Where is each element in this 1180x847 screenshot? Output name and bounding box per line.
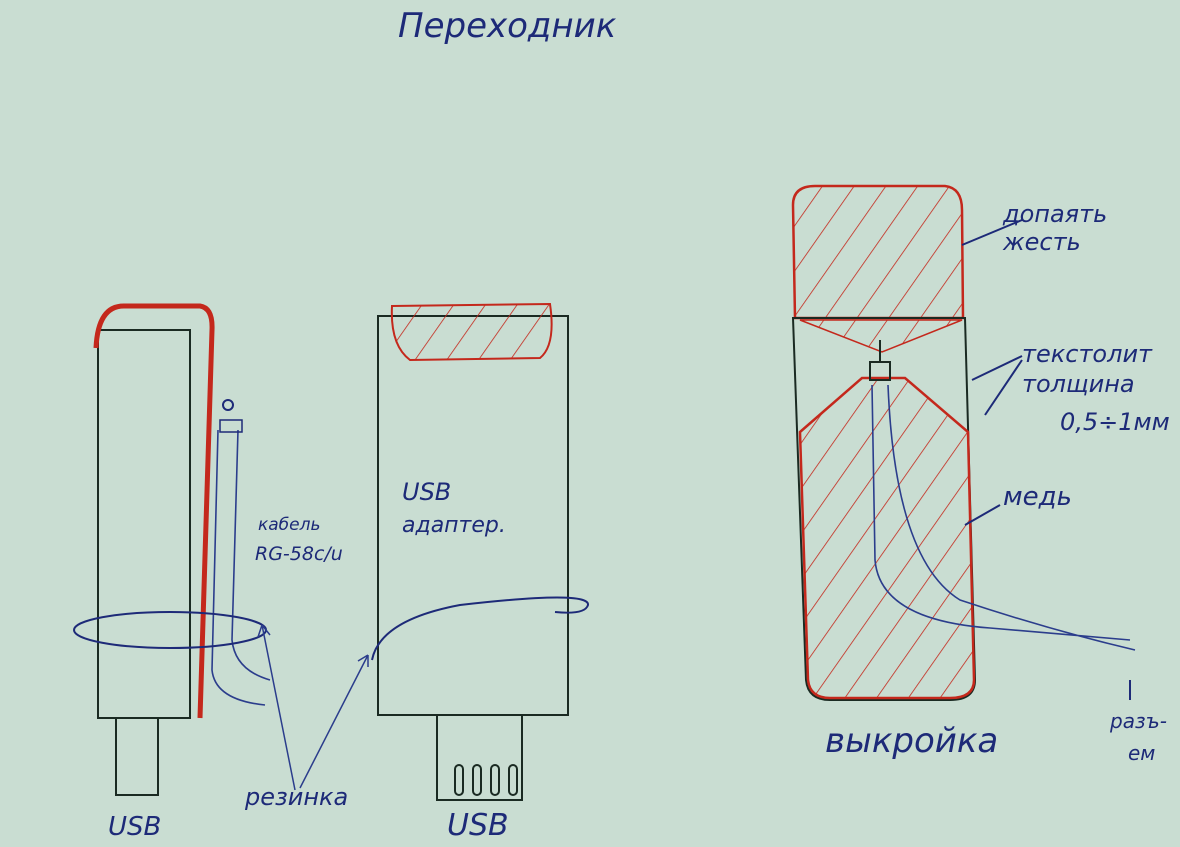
rubber-band-left	[73, 611, 267, 649]
copper-label: медь	[1003, 482, 1072, 512]
connector-label-2: ем	[1128, 741, 1155, 765]
tin-area	[791, 184, 965, 320]
copper-area	[798, 376, 976, 700]
diagram-title: Переходник	[398, 6, 617, 46]
usb-plug	[115, 717, 159, 796]
cable-end	[219, 419, 243, 433]
right-figure	[791, 184, 1136, 701]
rubber-band-label: резинка	[244, 783, 348, 811]
middle-figure	[257, 302, 589, 801]
rubber-band-middle	[371, 596, 589, 661]
thickness-value: 0,5÷1мм	[1060, 408, 1170, 436]
pointer-arrows	[961, 219, 1131, 700]
adapter-label-2: адаптер.	[402, 513, 506, 538]
tin-strip	[93, 303, 215, 719]
usb-label-middle: USB	[447, 808, 509, 843]
cable-label: кабель	[258, 515, 321, 535]
pattern-label: выкройка	[825, 721, 998, 761]
left-figure	[73, 303, 271, 796]
tin-triangle	[799, 319, 963, 353]
textolite-label: текстолит	[1022, 340, 1153, 368]
adapter-label: USB	[402, 478, 451, 506]
rubber-arrows	[257, 624, 369, 791]
cable-type-label: RG-58c/u	[255, 543, 343, 565]
connector-label: разъ-	[1109, 709, 1167, 733]
usb-label-left: USB	[108, 812, 161, 842]
usb-plug	[436, 714, 523, 801]
thickness-label: толщина	[1022, 370, 1135, 398]
tin-label: допаять	[1002, 200, 1107, 228]
usb-stick-body	[97, 329, 191, 719]
solder-point	[222, 399, 234, 411]
usb-contacts	[454, 764, 518, 796]
feed-cable	[871, 384, 1136, 651]
tin-label-2: жесть	[1002, 228, 1081, 256]
tin-patch	[390, 302, 553, 362]
cable-rg58	[211, 429, 271, 706]
